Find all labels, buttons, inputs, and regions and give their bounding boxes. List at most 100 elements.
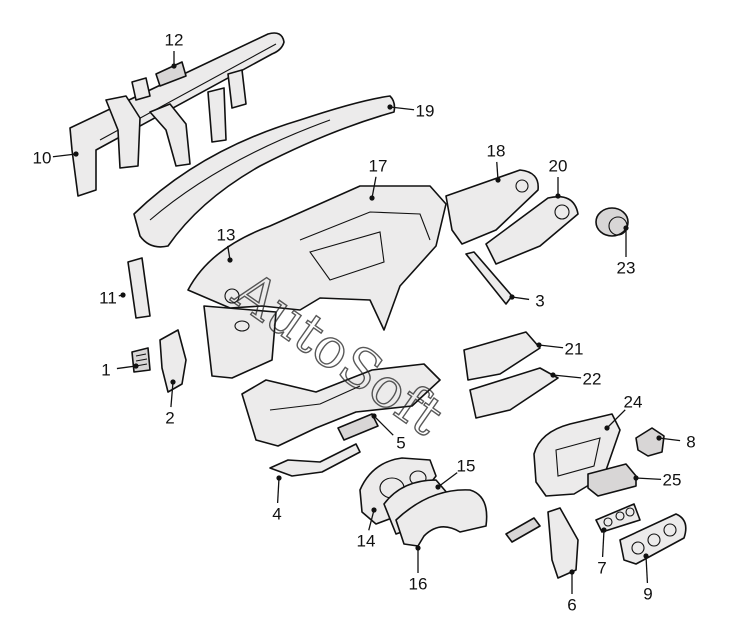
part-upper-dash-pad xyxy=(133,95,396,248)
callout-4: 4 xyxy=(272,475,282,524)
callout-leader-line xyxy=(437,472,458,488)
callout-7: 7 xyxy=(597,527,607,578)
callout-number: 11 xyxy=(99,289,117,308)
callout-number: 22 xyxy=(583,370,602,389)
callout-target-dot xyxy=(371,413,377,419)
callout-target-dot xyxy=(569,569,575,575)
callout-25: 25 xyxy=(633,471,681,490)
part-radio-25 xyxy=(587,463,637,497)
part-glovebox-lid-20 xyxy=(485,195,579,265)
part-lower-dashboard xyxy=(241,363,441,447)
part-left-lower-panel xyxy=(203,305,277,379)
callout-leader-line xyxy=(538,344,564,349)
callout-leader-line xyxy=(170,381,174,408)
callout-target-dot xyxy=(387,104,393,110)
callout-number: 6 xyxy=(567,596,576,615)
callout-target-dot xyxy=(276,475,282,481)
callout-leader-line xyxy=(389,106,415,111)
callout-10: 10 xyxy=(33,149,79,168)
callout-layer: 1234567891011121314151617181920212223242… xyxy=(33,31,696,615)
callout-2: 2 xyxy=(165,379,176,428)
callout-target-dot xyxy=(369,195,375,201)
callout-16: 16 xyxy=(409,545,428,594)
callout-leader-line xyxy=(552,374,582,379)
part-main-dashboard xyxy=(187,185,447,331)
callout-target-dot xyxy=(604,425,610,431)
callout-number: 19 xyxy=(416,102,435,121)
callout-number: 1 xyxy=(101,361,110,380)
part-switch-panel-5 xyxy=(337,413,379,441)
callout-number: 18 xyxy=(487,142,506,161)
callout-target-dot xyxy=(171,63,177,69)
part-side-cover-2 xyxy=(159,329,187,393)
callout-target-dot xyxy=(133,363,139,369)
callout-number: 23 xyxy=(617,259,636,278)
part-small-trim xyxy=(505,517,541,543)
callout-number: 16 xyxy=(409,575,428,594)
callout-leader-line xyxy=(601,529,605,558)
part-heater-panel-9 xyxy=(619,513,687,565)
callout-leader-line xyxy=(645,555,649,584)
part-round-vent xyxy=(595,207,629,237)
callout-number: 3 xyxy=(535,292,544,311)
callout-number: 5 xyxy=(396,434,405,453)
callout-target-dot xyxy=(170,379,176,385)
callout-number: 4 xyxy=(272,505,281,524)
callout-24: 24 xyxy=(604,393,642,431)
callout-number: 8 xyxy=(686,433,695,452)
callout-target-dot xyxy=(633,475,639,481)
callout-target-dot xyxy=(643,553,649,559)
callout-18: 18 xyxy=(487,142,506,183)
callout-leader-line xyxy=(52,153,77,158)
callout-leader-line xyxy=(373,415,394,436)
callout-number: 15 xyxy=(457,457,476,476)
part-bracket-11 xyxy=(127,257,151,319)
callout-target-dot xyxy=(623,225,629,231)
part-grille-1 xyxy=(131,347,151,373)
callout-21: 21 xyxy=(536,340,583,359)
callout-target-dot xyxy=(536,342,542,348)
callout-number: 20 xyxy=(549,157,568,176)
part-vent-panel-22 xyxy=(469,367,559,419)
callout-12: 12 xyxy=(165,31,184,69)
callout-number: 24 xyxy=(624,393,643,412)
callout-leader-line xyxy=(635,477,662,481)
callout-number: 12 xyxy=(165,31,184,50)
callout-number: 17 xyxy=(369,157,388,176)
callout-target-dot xyxy=(371,507,377,513)
callout-19: 19 xyxy=(387,102,434,121)
callout-number: 14 xyxy=(357,532,376,551)
part-cross-car-beam xyxy=(69,32,285,197)
callout-number: 25 xyxy=(663,471,682,490)
callout-14: 14 xyxy=(357,507,377,551)
callout-target-dot xyxy=(555,193,561,199)
callout-target-dot xyxy=(495,177,501,183)
callout-leader-line xyxy=(606,409,626,429)
callout-11: 11 xyxy=(99,289,126,308)
callout-leader-line xyxy=(116,365,137,370)
callout-target-dot xyxy=(120,292,126,298)
callout-23: 23 xyxy=(617,225,636,278)
callout-leader-line xyxy=(368,509,375,531)
callout-17: 17 xyxy=(369,157,388,201)
callout-leader-line xyxy=(371,176,377,199)
part-switch-plate-7 xyxy=(595,503,641,533)
callout-5: 5 xyxy=(371,413,406,453)
callout-leader-line xyxy=(511,296,530,301)
callout-13: 13 xyxy=(217,226,236,263)
callout-leader-line xyxy=(496,161,499,181)
callout-22: 22 xyxy=(550,370,601,389)
part-right-upper-panel xyxy=(445,169,539,245)
callout-8: 8 xyxy=(656,433,696,452)
callout-20: 20 xyxy=(549,157,568,199)
part-vent-8 xyxy=(635,427,665,457)
callout-6: 6 xyxy=(567,569,577,615)
callout-leader-line xyxy=(276,477,280,504)
callout-target-dot xyxy=(601,527,607,533)
callout-number: 7 xyxy=(597,559,606,578)
part-cluster-hood-16 xyxy=(395,489,488,547)
callout-number: 13 xyxy=(217,226,236,245)
callout-1: 1 xyxy=(101,361,139,380)
